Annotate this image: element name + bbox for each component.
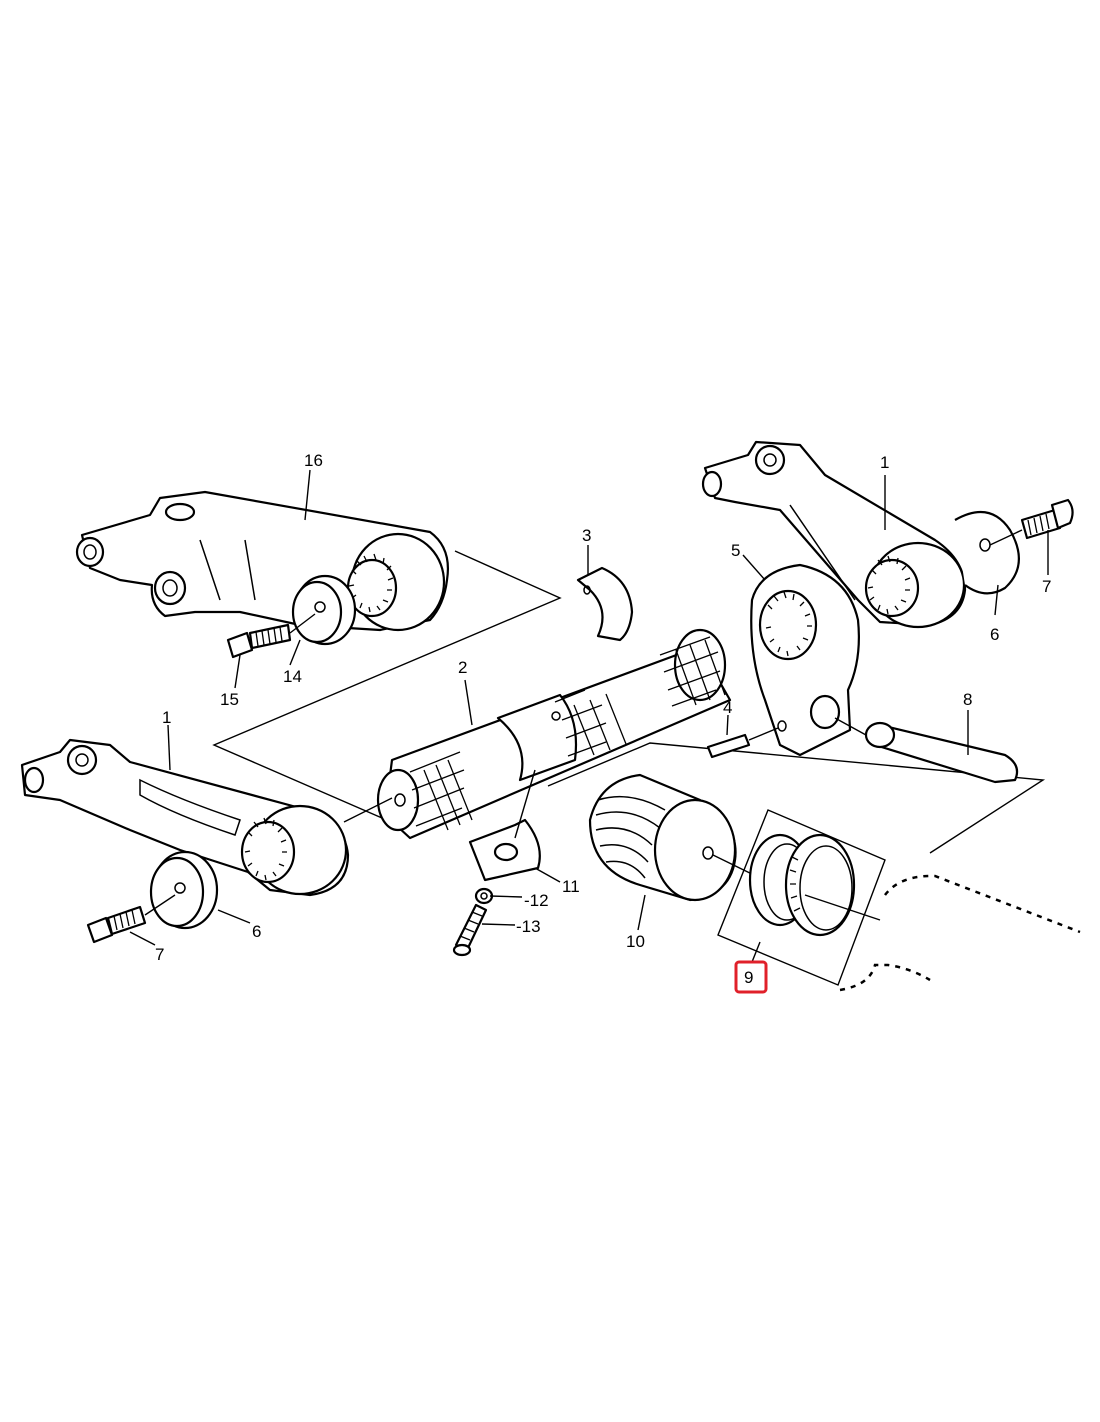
group-frame-left [212, 550, 562, 819]
label-6-right: 6 [990, 625, 999, 644]
part-6-washer-left [149, 850, 219, 930]
part-9-seal-kit [717, 809, 886, 986]
label-12: -12 [524, 891, 549, 910]
label-3: 3 [582, 526, 591, 545]
part-3-bushing [576, 566, 634, 642]
label-13: -13 [516, 917, 541, 936]
label-6-left: 6 [252, 922, 261, 941]
label-1-right: 1 [880, 453, 889, 472]
label-11: 11 [562, 877, 580, 896]
label-10: 10 [626, 932, 645, 951]
part-5-splined-lever [750, 563, 860, 757]
label-14: 14 [283, 667, 302, 686]
part-10-piston [588, 773, 761, 902]
part-7-bolt-left [86, 894, 176, 944]
label-4: 4 [723, 698, 732, 717]
label-1-left: 1 [162, 708, 171, 727]
label-15: 15 [220, 690, 239, 709]
part-1-right-lift-arm [701, 440, 967, 629]
label-5: 5 [731, 541, 740, 560]
label-2: 2 [458, 658, 467, 677]
part-15-bolt [226, 613, 316, 659]
housing-outline [839, 874, 1081, 992]
label-16: 16 [304, 451, 323, 470]
label-7-right: 7 [1042, 577, 1051, 596]
label-9-highlight-box [734, 960, 768, 994]
part-6-washer-right [954, 510, 1020, 595]
part-14-washer [291, 574, 357, 646]
part-13-screw [452, 903, 488, 957]
group-frame-right [547, 742, 1046, 854]
part-8-pivot-pin [834, 717, 1019, 784]
part-12-washer [474, 887, 494, 905]
part-labels: 16 1 3 5 7 6 2 14 15 8 4 1 11 -12 -13 6 … [155, 451, 1051, 994]
part-16-lift-arm [75, 490, 449, 632]
part-2-splined-shaft [376, 628, 732, 840]
part-4-pin [706, 727, 779, 759]
part-7-bolt-right [989, 498, 1074, 546]
label-9: 9 [744, 968, 753, 987]
leader-lines [129, 469, 1049, 963]
label-8: 8 [963, 690, 972, 709]
label-7-left: 7 [155, 945, 164, 964]
part-1-left-lift-arm [20, 738, 393, 897]
part-11-lock-plate [468, 769, 541, 882]
